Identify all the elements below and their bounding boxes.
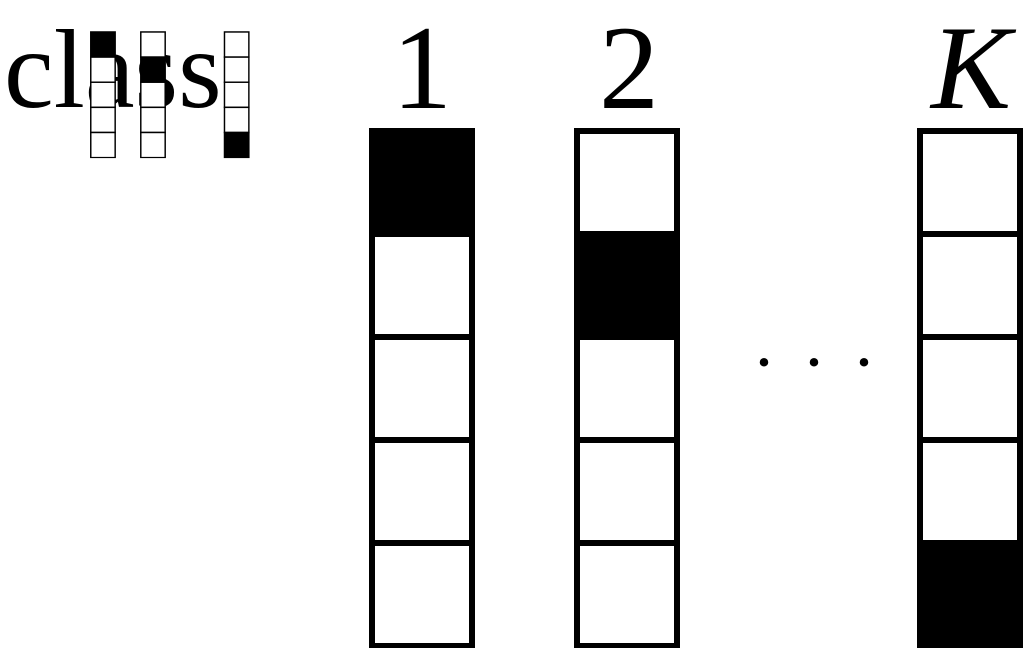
cell-2-4-empty: [574, 437, 680, 546]
cell-1-5-empty: [369, 540, 475, 648]
cell-3-5-filled: [917, 540, 1023, 648]
column-1: [369, 128, 475, 648]
cell-2-3-empty: [574, 334, 680, 443]
column-2: [574, 128, 680, 648]
ellipsis: · · ·: [752, 322, 880, 402]
cell-3-4-empty: [917, 437, 1023, 546]
column-label-2: 2: [599, 1, 659, 134]
cell-3-3-empty: [917, 334, 1023, 443]
cell-3-1-empty: [917, 128, 1023, 237]
column-3: [917, 128, 1023, 648]
class-label: class:: [4, 8, 253, 132]
cell-1-4-empty: [369, 437, 475, 546]
column-label-k: K: [930, 1, 1012, 134]
cell-1-1-filled: [369, 128, 475, 237]
cell-3-2-empty: [917, 231, 1023, 340]
cell-2-2-filled: [574, 231, 680, 340]
cell-1-2-empty: [369, 231, 475, 340]
cell-2-5-empty: [574, 540, 680, 648]
cell-2-1-empty: [574, 128, 680, 237]
cell-1-3-empty: [369, 334, 475, 443]
column-label-1: 1: [392, 1, 452, 134]
